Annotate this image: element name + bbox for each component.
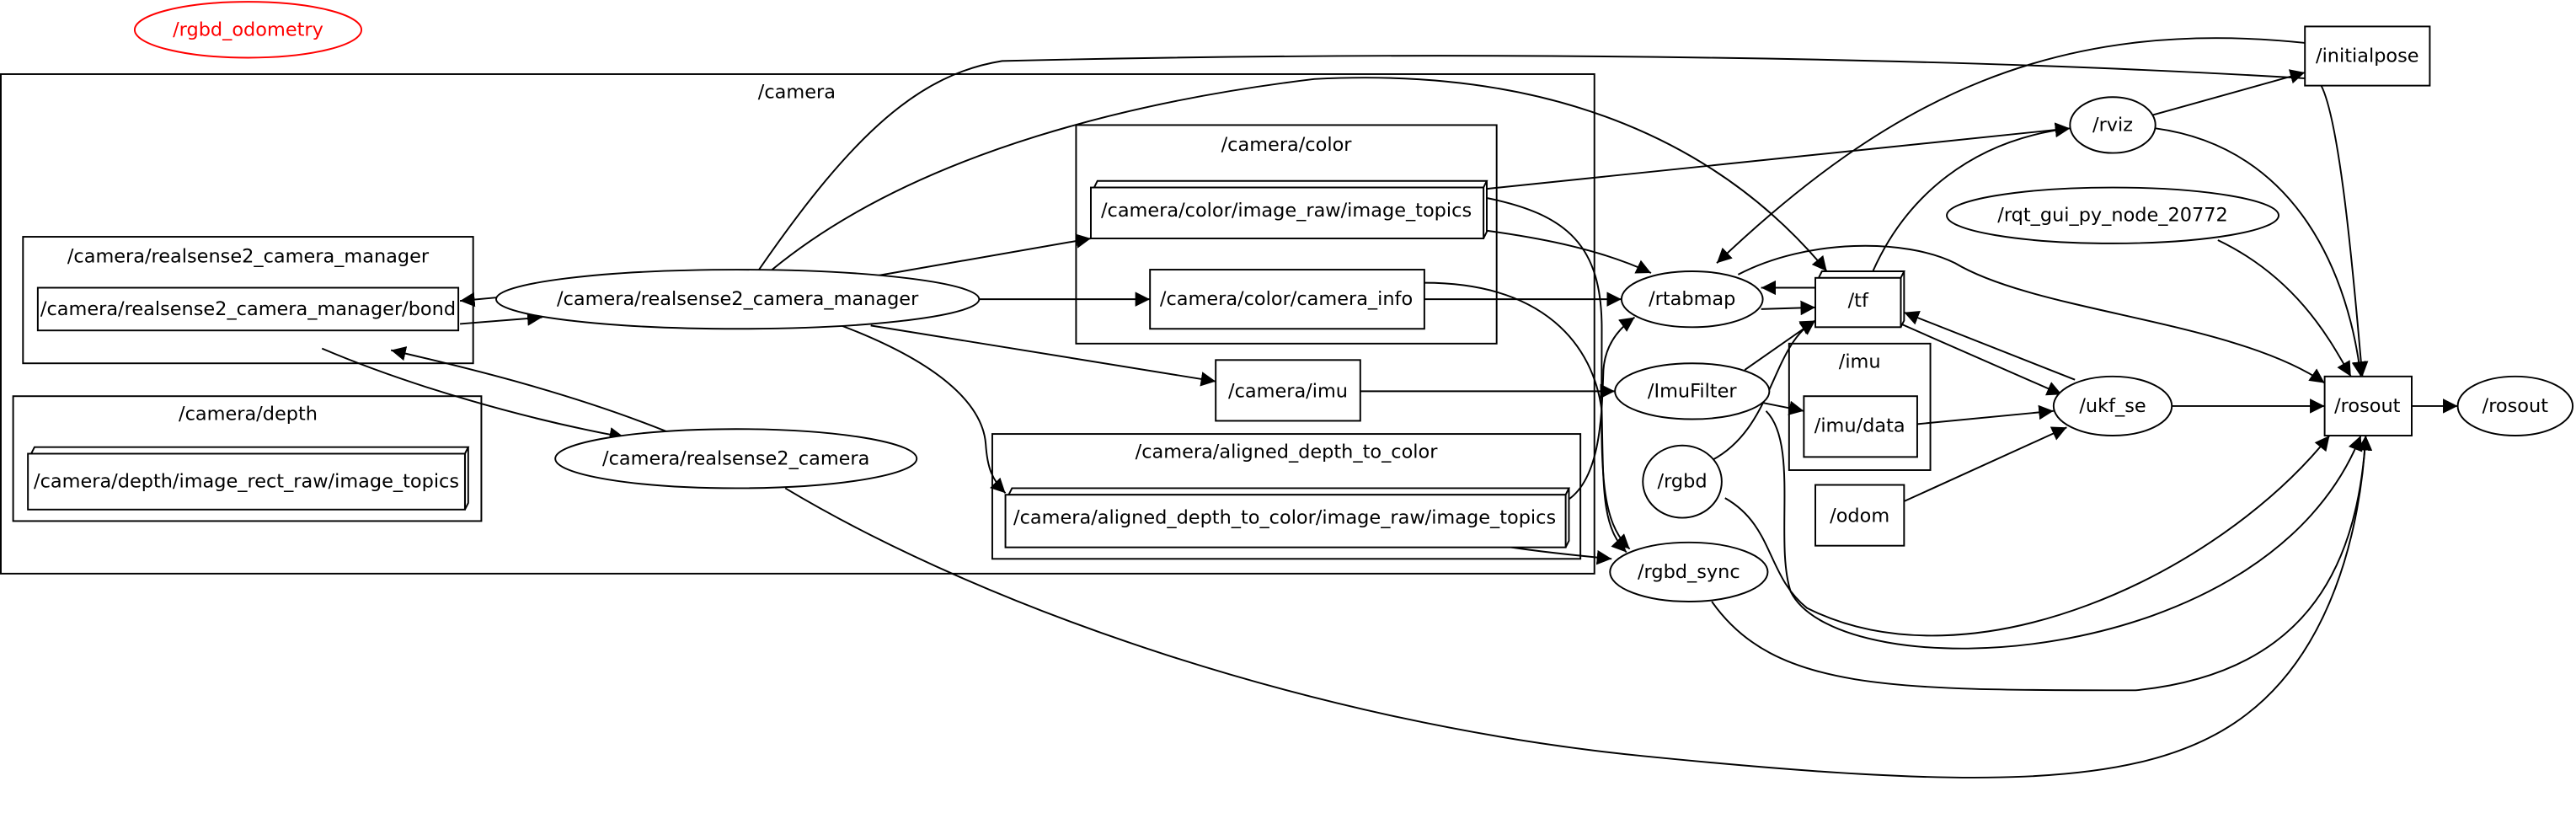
topic-color-image[interactable]: /camera/color/image_raw/image_topics [1089,179,1488,239]
edge [459,311,542,326]
topic-label: /imu/data [1814,415,1905,436]
edge [1483,196,1631,550]
topic-label: /tf [1848,290,1869,312]
node-rqt-gui[interactable]: /rqt_gui_py_node_20772 [1946,186,2279,244]
node-label: /ImuFilter [1648,380,1737,402]
node-realsense2-camera-manager[interactable]: /camera/realsense2_camera_manager [495,269,981,330]
cluster-label: /camera/depth [179,404,318,425]
topic-odom[interactable]: /odom [1814,484,1905,547]
topic-label: /rosout [2334,395,2401,417]
node-rgbd[interactable]: /rgbd [1642,444,1723,519]
topic-label: /camera/color/image_raw/image_topics [1101,200,1472,222]
node-rgbd-sync[interactable]: /rgbd_sync [1609,541,1769,602]
edge [390,346,670,434]
edge [1716,37,2306,264]
edge [1737,244,2326,384]
edge [2151,69,2306,116]
edge [1903,426,2067,502]
edge [459,292,497,308]
cluster-depth: /camera/depth [12,395,483,522]
topic-camera-imu[interactable]: /camera/imu [1215,359,1361,422]
cluster-realsense2-camera-manager: /camera/realsense2_camera_manager [22,236,474,365]
edge [1724,435,2331,637]
edge [1916,404,2054,425]
edge [1711,435,2373,692]
node-label: /camera/realsense2_camera [602,447,869,469]
edge [1900,323,2062,396]
edge [841,324,1007,494]
topic-initialpose[interactable]: /initialpose [2304,25,2431,87]
edge [1765,410,2363,650]
edge [784,435,2373,778]
edge [1711,319,1816,462]
topic-aligned-image[interactable]: /camera/aligned_depth_to_color/image_raw… [1004,487,1571,548]
cluster-label: /imu [1839,350,1881,372]
topic-label: /camera/realsense2_camera_manager/bond [40,298,456,320]
edge [1424,281,1627,554]
node-label: /rgbd_odometry [173,19,323,40]
edge [2217,239,2352,377]
node-label: /rgbd_sync [1638,561,1740,583]
topic-label: /initialpose [2316,45,2419,67]
cluster-label: /camera [758,81,836,103]
topic-label: /odom [1830,506,1889,527]
topic-label: /camera/aligned_depth_to_color/image_raw… [1013,507,1556,529]
edge [1565,316,1636,502]
cluster-label: /camera/aligned_depth_to_color [1136,441,1439,463]
topic-label: /camera/depth/image_rect_raw/image_topic… [34,471,459,493]
node-label: /rqt_gui_py_node_20772 [1997,205,2228,227]
node-rtabmap[interactable]: /rtabmap [1620,270,1764,329]
node-realsense2-camera[interactable]: /camera/realsense2_camera [554,428,918,490]
topic-imu-data[interactable]: /imu/data [1803,395,1918,458]
edge [1483,122,2071,190]
topic-depth-image[interactable]: /camera/depth/image_rect_raw/image_topic… [27,446,470,511]
topic-camera-info[interactable]: /camera/color/camera_info [1149,269,1425,330]
edge [1762,400,1804,415]
edge [874,233,1092,277]
topic-bond[interactable]: /camera/realsense2_camera_manager/bond [36,286,460,332]
edge [758,55,2369,377]
cluster-label: /camera/color [1221,134,1353,156]
edges [321,37,2458,778]
edge [321,347,625,442]
node-rgbd-odometry[interactable]: /rgbd_odometry [133,1,363,59]
node-label: /rviz [2092,114,2133,136]
edge [1903,311,2076,381]
topic-rosout[interactable]: /rosout [2323,375,2413,437]
node-rosout[interactable]: /rosout [2456,375,2574,437]
topic-label: /camera/imu [1228,380,1348,402]
edge [1483,229,1652,274]
node-ukf-se[interactable]: /ukf_se [2052,375,2173,437]
topic-label: /camera/color/camera_info [1160,288,1413,310]
edge [1761,300,1816,316]
node-imufilter[interactable]: /ImuFilter [1614,362,1771,420]
edge [870,324,1216,387]
cluster-aligned-depth-to-color: /camera/aligned_depth_to_color [991,433,1582,560]
node-label: /rgbd [1658,471,1708,493]
edge [1511,546,1612,565]
node-label: /rosout [2482,395,2549,417]
node-label: /ukf_se [2079,395,2146,417]
node-label: /rtabmap [1649,288,1735,310]
cluster-label: /camera/realsense2_camera_manager [67,245,430,267]
node-label: /camera/realsense2_camera_manager [557,288,919,310]
node-rviz[interactable]: /rviz [2069,96,2156,154]
edge [1872,122,2071,272]
cluster-camera: /camera [0,72,1595,575]
edge [2155,127,2367,377]
edge [772,77,1828,272]
topic-tf[interactable]: /tf [1814,270,1905,329]
